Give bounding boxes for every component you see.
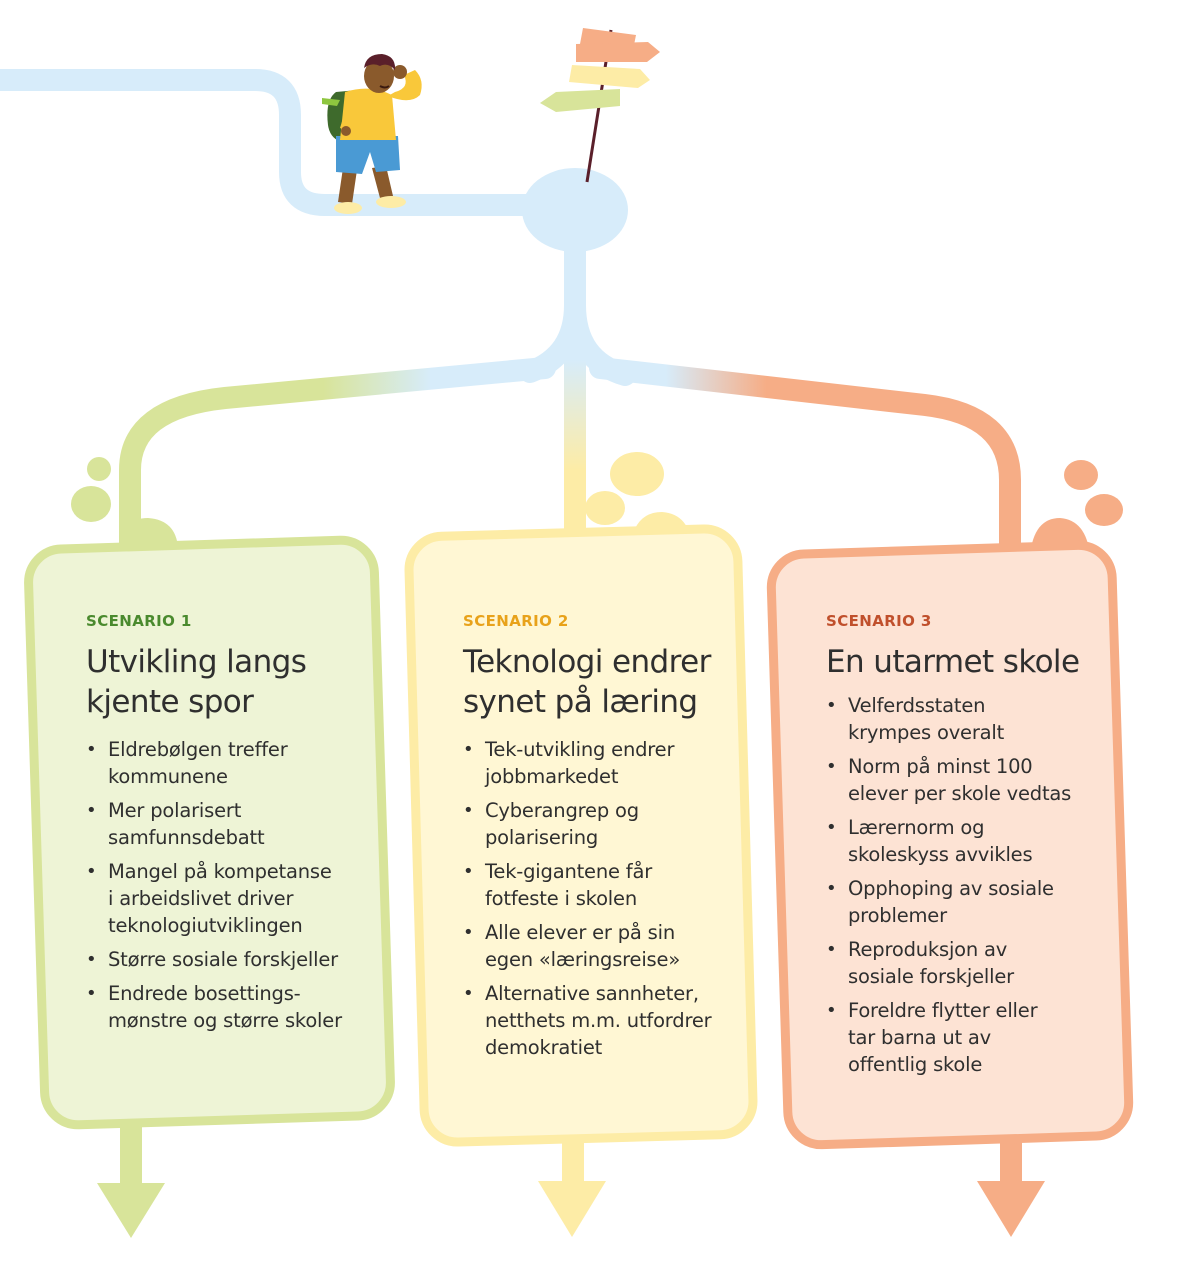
bubble xyxy=(1085,494,1123,526)
arrow-down-orange xyxy=(977,1130,1045,1237)
bubble xyxy=(1064,460,1098,490)
scenario-title: En utarmet skole xyxy=(826,644,1080,680)
scenario-title: Teknologi endrer synet på læring xyxy=(463,644,711,720)
scenario-content-1: SCENARIO 1 Utvikling langs kjente spor E… xyxy=(86,612,376,1041)
bubble xyxy=(585,491,625,525)
path-branch-right xyxy=(589,357,1021,581)
scenario-title: Utvikling langs kjente spor xyxy=(86,644,307,720)
path-top xyxy=(0,69,571,216)
list-item: Større sosiale forskjeller xyxy=(86,946,376,973)
list-item: Alternative sannheter,netthets m.m. utfo… xyxy=(463,980,745,1061)
scenario-label: SCENARIO 1 xyxy=(86,612,192,630)
signpost-icon xyxy=(540,28,660,183)
path-junction xyxy=(522,168,628,252)
bubble xyxy=(610,452,664,496)
hiker-icon xyxy=(322,54,422,214)
bubble xyxy=(87,457,111,481)
path-branch-left xyxy=(119,357,556,571)
scenario-label: SCENARIO 2 xyxy=(463,612,569,630)
arrow-down-yellow xyxy=(538,1130,606,1237)
list-item: Endrede bosettings-mønstre og større sko… xyxy=(86,980,376,1034)
scenario-content-3: SCENARIO 3 En utarmet skole Velferdsstat… xyxy=(826,612,1116,1085)
scenario-content-2: SCENARIO 2 Teknologi endrer synet på lær… xyxy=(463,612,745,1068)
scenario-label: SCENARIO 3 xyxy=(826,612,932,630)
bubble xyxy=(71,486,111,522)
